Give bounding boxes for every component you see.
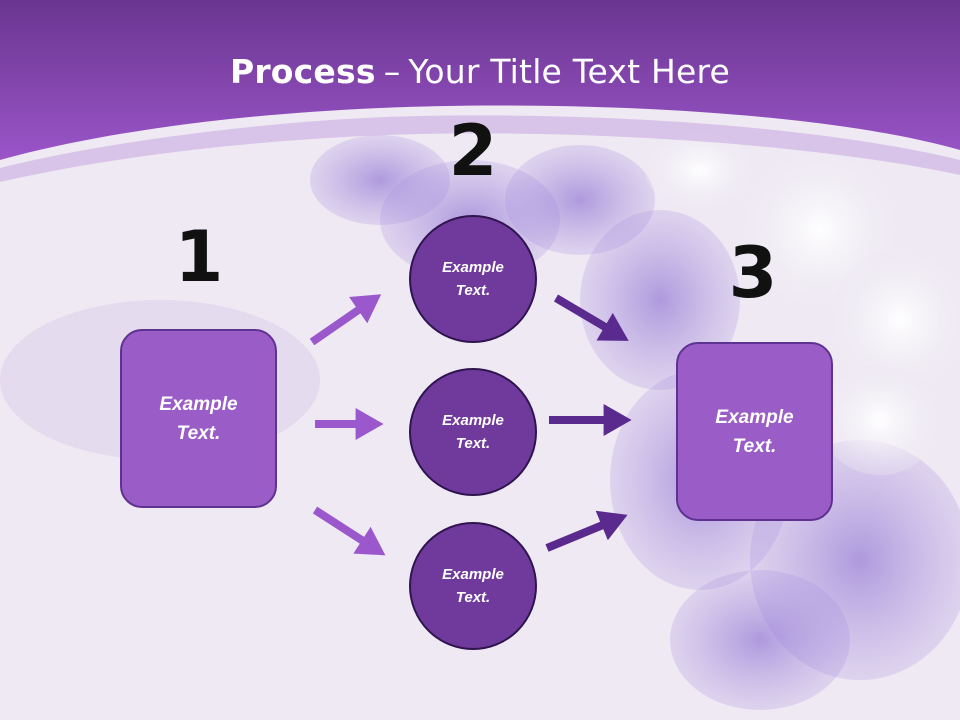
arrow-1-to-2-bottom — [312, 506, 386, 556]
title-separator: – — [383, 52, 401, 91]
step-2-circle-bottom[interactable]: Example Text. — [409, 522, 537, 650]
step-2-text-bottom: Example Text. — [442, 566, 504, 606]
step-2-text-middle: Example Text. — [442, 412, 504, 452]
title-bold: Process — [229, 52, 376, 91]
step-1-text: Example Text. — [159, 393, 238, 444]
slide-title: Process–Your Title Text Here — [0, 52, 960, 91]
arrow-2-to-3-top — [553, 294, 629, 341]
step-number-2: 2 — [448, 110, 498, 192]
arrow-1-to-2-top — [309, 294, 382, 346]
step-3-box[interactable]: Example Text. — [676, 342, 833, 521]
step-2-text-top: Example Text. — [442, 259, 504, 299]
step-1-box[interactable]: Example Text. — [120, 329, 277, 508]
title-rest: Your Title Text Here — [408, 52, 731, 91]
arrow-2-to-3-bottom — [545, 510, 628, 552]
step-3-text: Example Text. — [715, 406, 794, 457]
step-number-3: 3 — [728, 232, 778, 314]
step-2-circle-top[interactable]: Example Text. — [409, 215, 537, 343]
step-number-1: 1 — [174, 216, 224, 298]
step-2-circle-middle[interactable]: Example Text. — [409, 368, 537, 496]
